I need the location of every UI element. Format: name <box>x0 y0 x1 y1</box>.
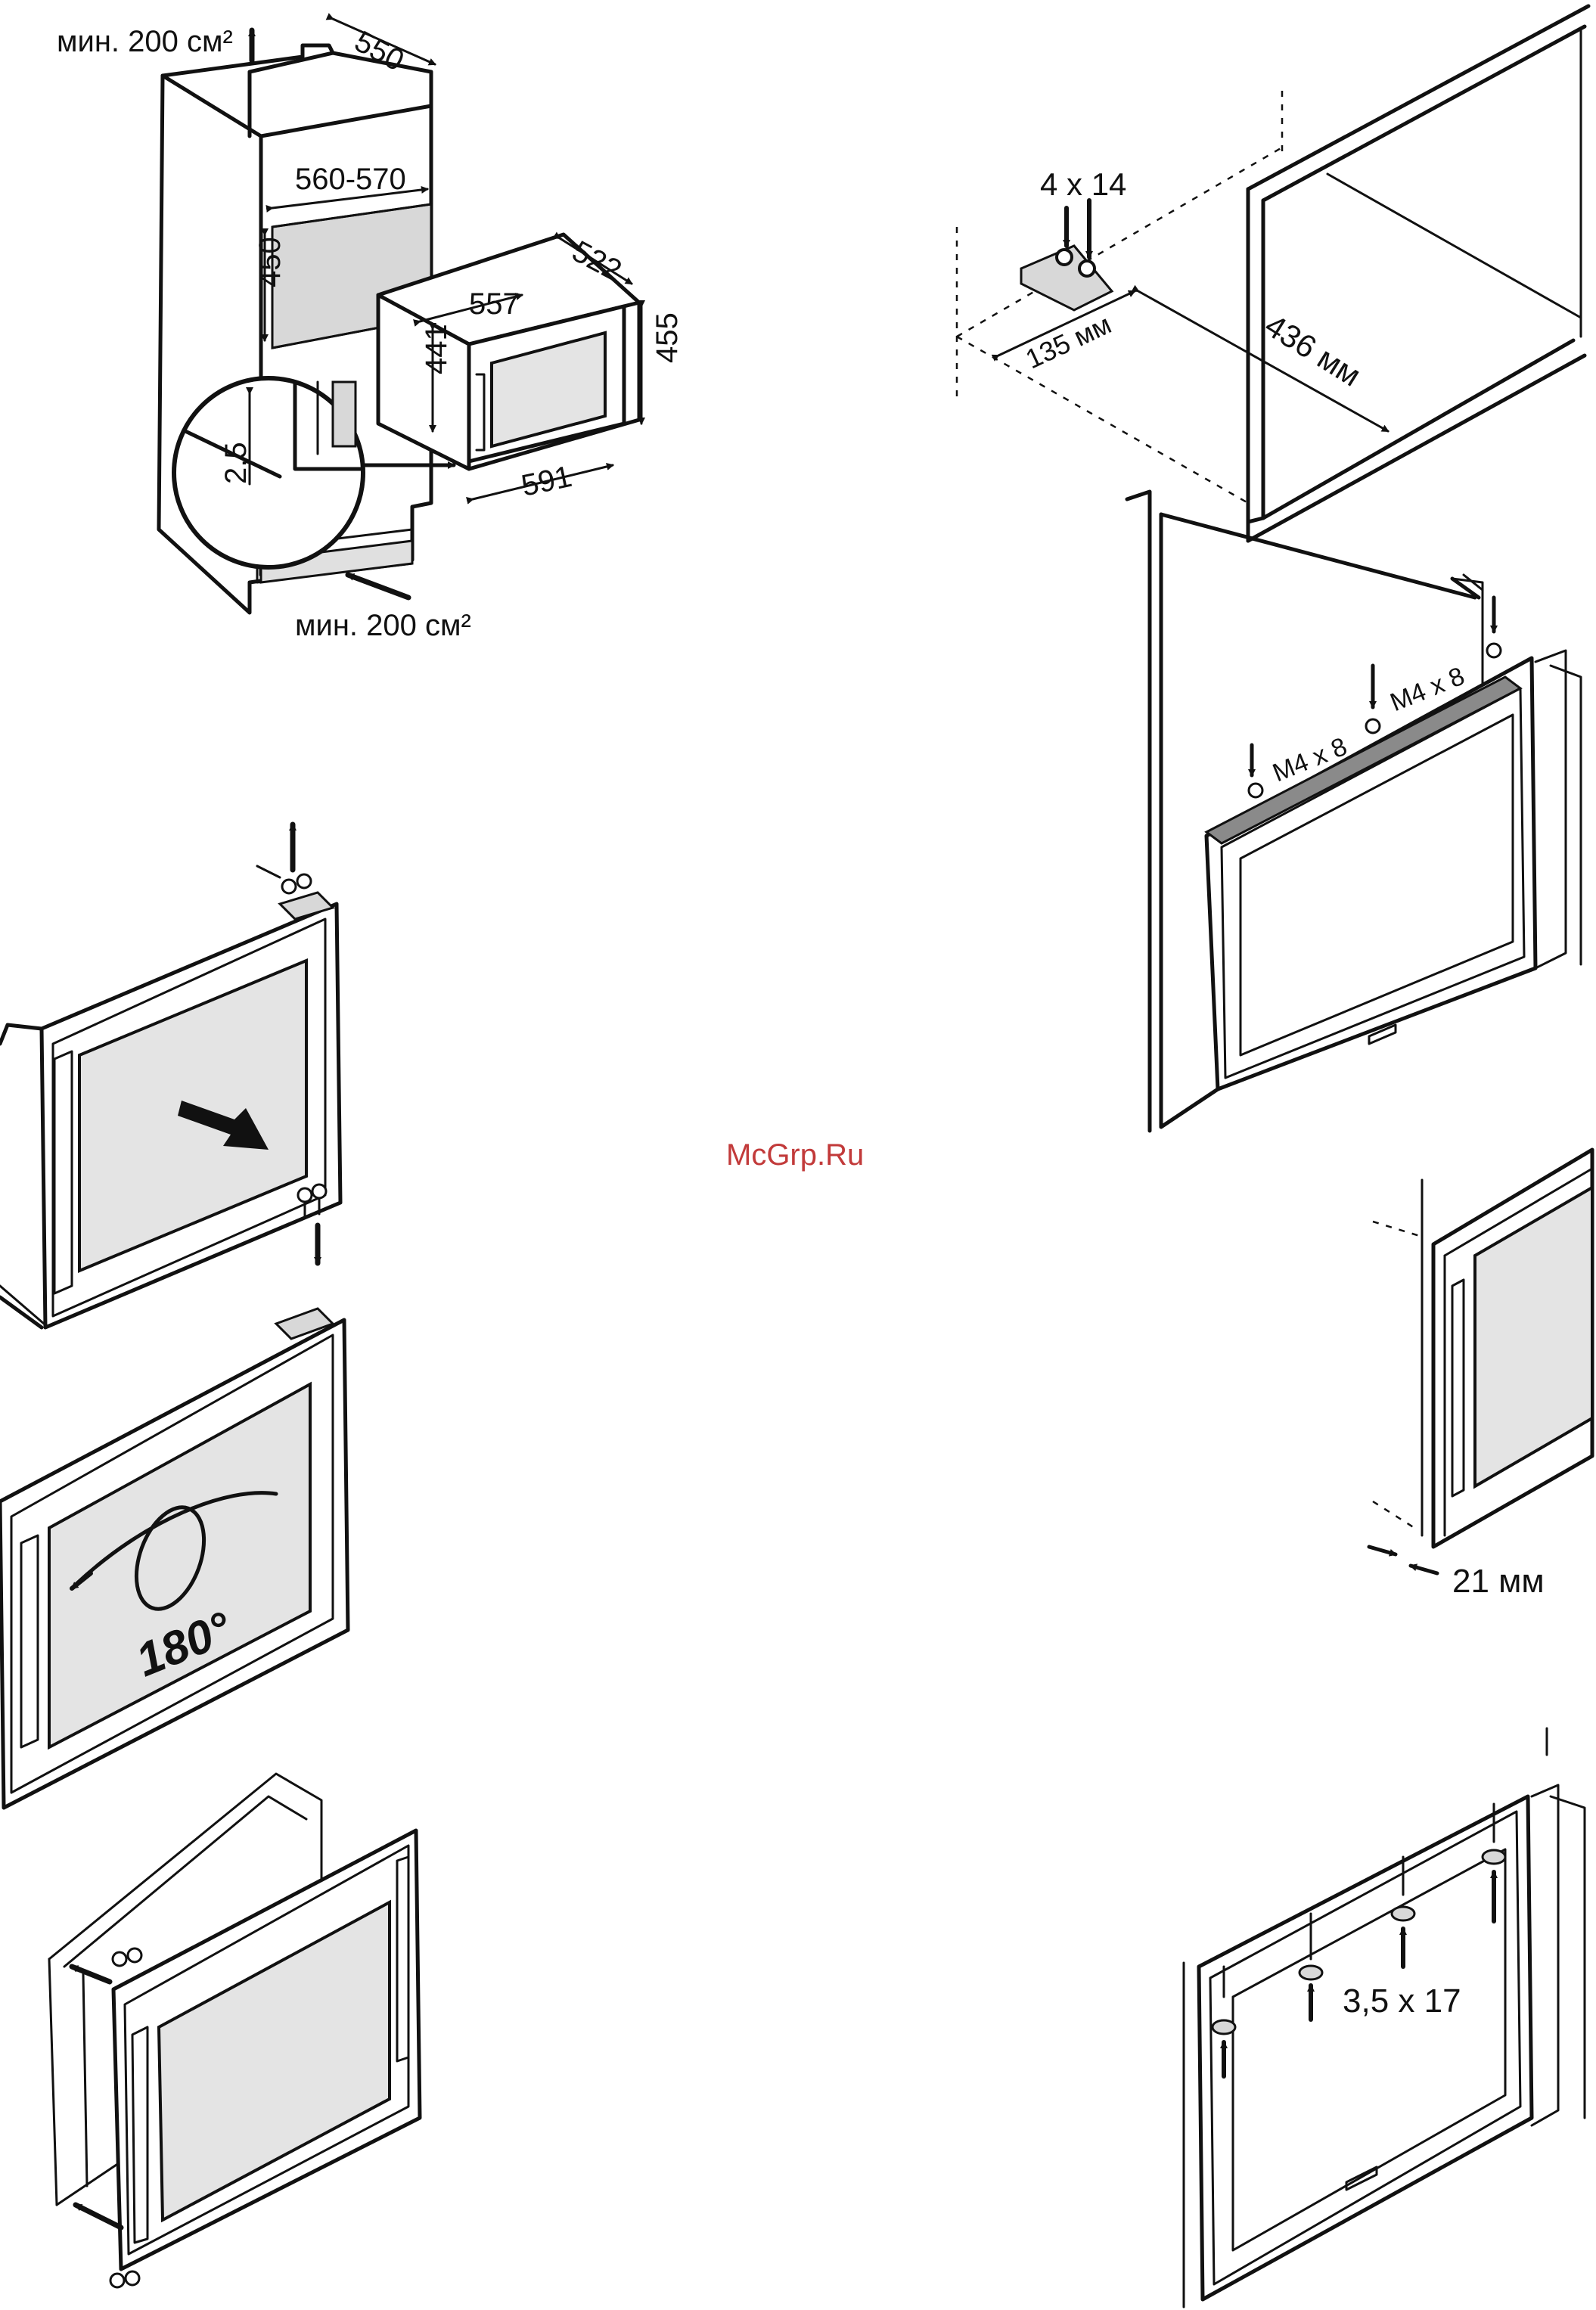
door-offset-label: 21 мм <box>1452 1563 1545 1600</box>
panel-top-rail: M4 x 8 M4 x 8 <box>1127 492 1581 1131</box>
bracket-offset-label: 135 мм <box>1020 309 1116 375</box>
vent-top-label: мин. 200 см² <box>57 25 233 58</box>
device-height-inner-label: 441 <box>420 324 453 374</box>
niche-height-label: 450 <box>253 237 287 287</box>
panel-hinge-reinstall <box>49 1774 420 2287</box>
device-front-width-label: 591 <box>518 460 574 503</box>
gap-label: 2,5 <box>219 442 253 484</box>
panel-rotate-door: 180° <box>0 1309 348 1808</box>
niche-width-label: 560-570 <box>295 163 406 196</box>
vent-bottom-label: мин. 200 см² <box>295 609 471 642</box>
screw-top-label: 4 x 14 <box>1040 166 1126 202</box>
screw-bottom-label: 3,5 x 17 <box>1343 1982 1461 2020</box>
panel-door-offset: 21 мм <box>1369 1150 1592 1600</box>
device-height-label: 455 <box>651 312 684 363</box>
panel-bottom-screws: 3,5 x 17 <box>1184 1728 1585 2307</box>
niche-opening-label: 436 мм <box>1259 307 1367 393</box>
panel-hinge-removal <box>0 824 340 1327</box>
niche-depth-label: 550 <box>349 25 410 78</box>
device-width-label: 557 <box>469 287 520 321</box>
panel-niche-dimensions: мин. 200 см² 550 560-570 450 557 522 441… <box>57 19 684 642</box>
watermark: McGrp.Ru <box>726 1138 864 1172</box>
panel-bracket-fixing: 4 x 14 135 мм 436 мм <box>957 6 1588 541</box>
